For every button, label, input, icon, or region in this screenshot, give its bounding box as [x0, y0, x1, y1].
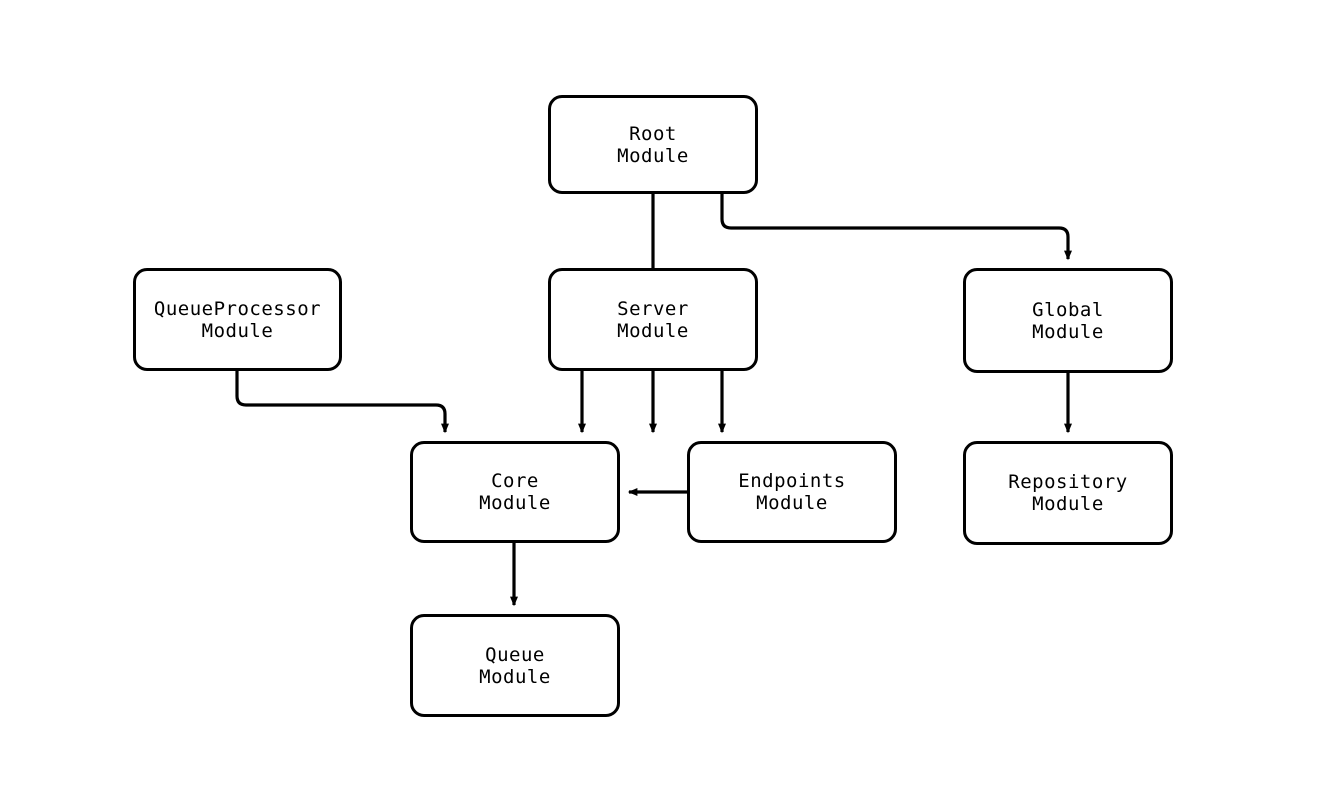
node-server-module-line1: Server — [617, 297, 689, 320]
node-queue-module-line1: Queue — [485, 643, 545, 666]
node-repository-module-line1: Repository — [1008, 471, 1128, 493]
node-queueprocessor-module-line1: QueueProcessor — [153, 297, 322, 320]
node-core-module[interactable]: Core Module — [410, 441, 620, 543]
node-queue-module[interactable]: Queue Module — [410, 614, 620, 717]
node-root-module[interactable]: Root Module — [548, 95, 758, 194]
node-root-module-line1: Root — [629, 122, 677, 145]
node-repository-module[interactable]: Repository Module — [963, 441, 1173, 545]
node-global-module[interactable]: Global Module — [963, 268, 1173, 373]
node-endpoints-module-line2: Module — [756, 492, 828, 514]
edge-root-global — [720, 194, 1072, 261]
node-endpoints-module[interactable]: Endpoints Module — [687, 441, 897, 543]
node-core-module-line2: Module — [479, 492, 551, 514]
node-server-module[interactable]: Server Module — [548, 268, 758, 371]
node-core-module-line1: Core — [491, 470, 539, 492]
node-queue-module-line2: Module — [479, 665, 551, 688]
node-root-module-line2: Module — [617, 144, 689, 167]
node-global-module-line1: Global — [1032, 298, 1104, 321]
node-server-module-line2: Module — [617, 319, 689, 342]
node-global-module-line2: Module — [1032, 320, 1104, 343]
edge-queueprocessor-core — [235, 371, 449, 434]
node-queueprocessor-module-line2: Module — [201, 319, 274, 342]
node-endpoints-module-line1: Endpoints — [738, 470, 846, 492]
node-repository-module-line2: Module — [1032, 493, 1104, 515]
node-queueprocessor-module[interactable]: QueueProcessor Module — [133, 268, 342, 371]
